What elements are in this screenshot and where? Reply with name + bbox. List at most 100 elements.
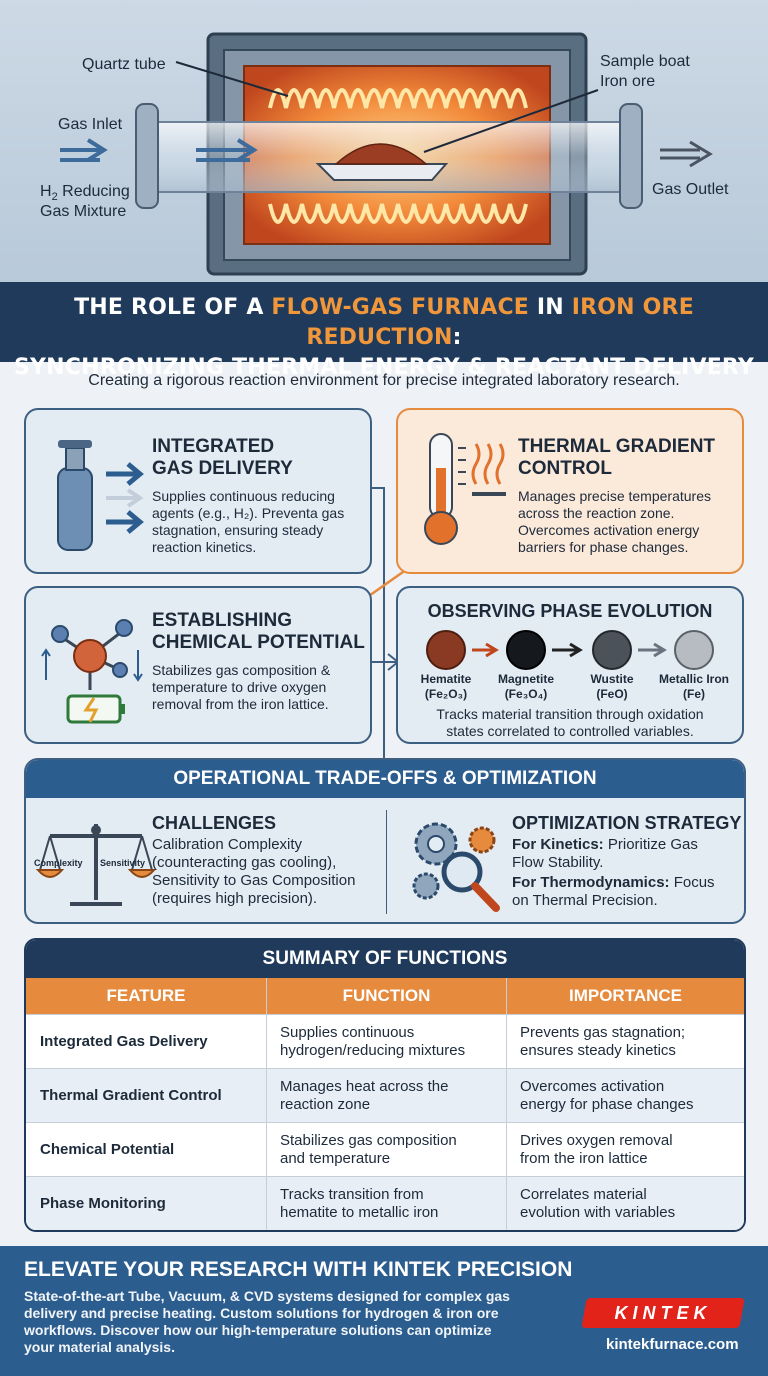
column-divider xyxy=(266,978,267,1230)
card-title: ESTABLISHING xyxy=(152,610,293,631)
card-text: reaction kinetics. xyxy=(152,539,257,555)
challenges-title: CHALLENGES xyxy=(152,813,277,833)
summary-table: SUMMARY OF FUNCTIONS FEATURE FUNCTION IM… xyxy=(24,938,746,1232)
card-text: barriers for phase changes. xyxy=(518,539,689,555)
operational-tradeoffs-panel: OPERATIONAL TRADE-OFFS & OPTIMIZATION Co… xyxy=(24,758,746,924)
challenges-text: (counteracting gas cooling), xyxy=(152,854,337,871)
scale-label-sensitivity: Sensitivity xyxy=(100,858,146,868)
furnace-diagram xyxy=(60,32,713,276)
column-divider xyxy=(506,978,507,1230)
table-row: Integrated Gas Delivery Supplies continu… xyxy=(26,1014,744,1068)
gas-outlet-label: Gas Outlet xyxy=(652,181,729,198)
column-header-importance: IMPORTANCE xyxy=(506,978,744,1014)
phase-wustite xyxy=(592,630,632,670)
gas-mixture-label: Gas Mixture xyxy=(40,203,127,220)
reducing-gas-label: H2 Reducing xyxy=(40,183,130,204)
gas-inlet-label: Gas Inlet xyxy=(58,116,123,133)
card-thermal-gradient: THERMAL GRADIENT CONTROL Manages precise… xyxy=(396,408,744,574)
card-text: Stabilizes gas composition & xyxy=(152,662,331,678)
phase-label: Magnetite(Fe₃O₄) xyxy=(497,672,554,701)
ops-divider xyxy=(386,810,387,914)
ops-title: OPERATIONAL TRADE-OFFS & OPTIMIZATION xyxy=(26,760,744,798)
card-text: across the reaction zone. xyxy=(518,505,675,521)
card-phase-evolution: OBSERVING PHASE EVOLUTION Hematite(Fe₂O₃… xyxy=(396,586,744,744)
hero-illustration: Quartz tube Sample boat Iron ore Gas Inl… xyxy=(0,0,768,282)
card-text: removal from the iron lattice. xyxy=(152,696,329,712)
website-link[interactable]: kintekfurnace.com xyxy=(606,1336,739,1353)
strategy-text: Flow Stability. xyxy=(512,854,604,871)
balance-scale-icon xyxy=(36,824,156,906)
title-line-2: SYNCHRONIZING THERMAL ENERGY & REACTANT … xyxy=(13,355,754,380)
thermometer-icon xyxy=(424,433,506,545)
table-row: Chemical Potential Stabilizes gas compos… xyxy=(26,1122,744,1176)
footer-title: ELEVATE YOUR RESEARCH WITH KINTEK PRECIS… xyxy=(24,1258,573,1281)
heating-coil-bottom xyxy=(268,203,528,224)
card-chemical-potential: ESTABLISHING CHEMICAL POTENTIAL Stabiliz… xyxy=(24,586,372,744)
molecule-battery-icon xyxy=(41,619,143,724)
sample-boat xyxy=(315,163,449,181)
card-text: Tracks material transition through oxida… xyxy=(436,706,704,722)
table-cell: Integrated Gas Delivery xyxy=(40,1033,208,1050)
card-title: INTEGRATED xyxy=(152,436,275,457)
title-line-1: THE ROLE OF A FLOW-GAS FURNACE IN IRON O… xyxy=(74,295,694,350)
gas-cylinder-icon xyxy=(57,440,144,551)
phase-arrow xyxy=(552,642,583,658)
strategy-title: OPTIMIZATION STRATEGY xyxy=(512,813,742,833)
challenges-text: Calibration Complexity xyxy=(152,836,303,853)
gears-magnifier-icon xyxy=(412,822,500,912)
phase-hematite xyxy=(426,630,466,670)
strategy-text: on Thermal Precision. xyxy=(512,892,658,909)
subtitle: Creating a rigorous reaction environment… xyxy=(88,372,680,389)
strategy-kinetics: For Kinetics: Prioritize Gas xyxy=(512,836,698,853)
card-title: OBSERVING PHASE EVOLUTION xyxy=(427,601,713,621)
phase-arrow xyxy=(638,642,667,658)
gas-inlet-arrow xyxy=(60,138,108,162)
card-title: THERMAL GRADIENT xyxy=(518,436,716,457)
phase-metallic-iron xyxy=(674,630,714,670)
scale-label-complexity: Complexity xyxy=(34,858,83,868)
phase-label: Hematite(Fe₂O₃) xyxy=(420,672,472,701)
iron-ore-pile xyxy=(334,143,429,165)
table-cell: Phase Monitoring xyxy=(40,1195,166,1212)
strategy-thermodynamics: For Thermodynamics: Focus xyxy=(512,874,715,891)
phase-magnetite xyxy=(506,630,546,670)
phase-label: Metallic Iron(Fe) xyxy=(658,672,729,701)
card-text: states correlated to controlled variable… xyxy=(446,723,694,739)
quartz-tube-label: Quartz tube xyxy=(82,56,166,73)
gas-outlet-arrow xyxy=(660,140,713,168)
card-title: CHEMICAL POTENTIAL xyxy=(152,632,365,653)
card-text: Supplies continuous reducing xyxy=(152,488,335,504)
table-row: Thermal Gradient Control Manages heat ac… xyxy=(26,1068,744,1122)
card-text: Overcomes activation energy xyxy=(518,522,700,538)
footer-text: State-of-the-art Tube, Vacuum, & CVD sys… xyxy=(24,1288,510,1355)
card-gas-delivery: INTEGRATED GAS DELIVERY Supplies continu… xyxy=(24,408,372,574)
column-header-feature: FEATURE xyxy=(26,978,266,1014)
table-cell: Thermal Gradient Control xyxy=(40,1087,222,1104)
phase-sequence xyxy=(426,630,714,670)
challenges-text: Sensitivity to Gas Composition xyxy=(152,872,356,889)
card-text: agents (e.g., H₂). Preventa gas xyxy=(152,505,345,521)
heating-coil-top xyxy=(268,88,528,109)
sample-boat-label: Sample boat xyxy=(600,53,690,70)
title-banner: THE ROLE OF A FLOW-GAS FURNACE IN IRON O… xyxy=(0,282,768,380)
card-title: GAS DELIVERY xyxy=(152,458,293,479)
tube-flow-arrow xyxy=(196,138,258,162)
card-text: temperature to drive oxygen xyxy=(152,679,327,695)
column-header-function: FUNCTION xyxy=(266,978,506,1014)
card-text: stagnation, ensuring steady xyxy=(152,522,324,538)
challenges-text: (requires high precision). xyxy=(152,890,318,907)
table-cell: Prevents gas stagnation;ensures steady k… xyxy=(520,1024,686,1059)
phase-label: Wustite(FeO) xyxy=(590,672,634,701)
iron-ore-label: Iron ore xyxy=(600,73,656,90)
brand-logo: KINTEK xyxy=(614,1303,712,1323)
table-cell: Chemical Potential xyxy=(40,1141,175,1158)
summary-title: SUMMARY OF FUNCTIONS xyxy=(26,940,744,978)
phase-arrow xyxy=(472,642,499,658)
